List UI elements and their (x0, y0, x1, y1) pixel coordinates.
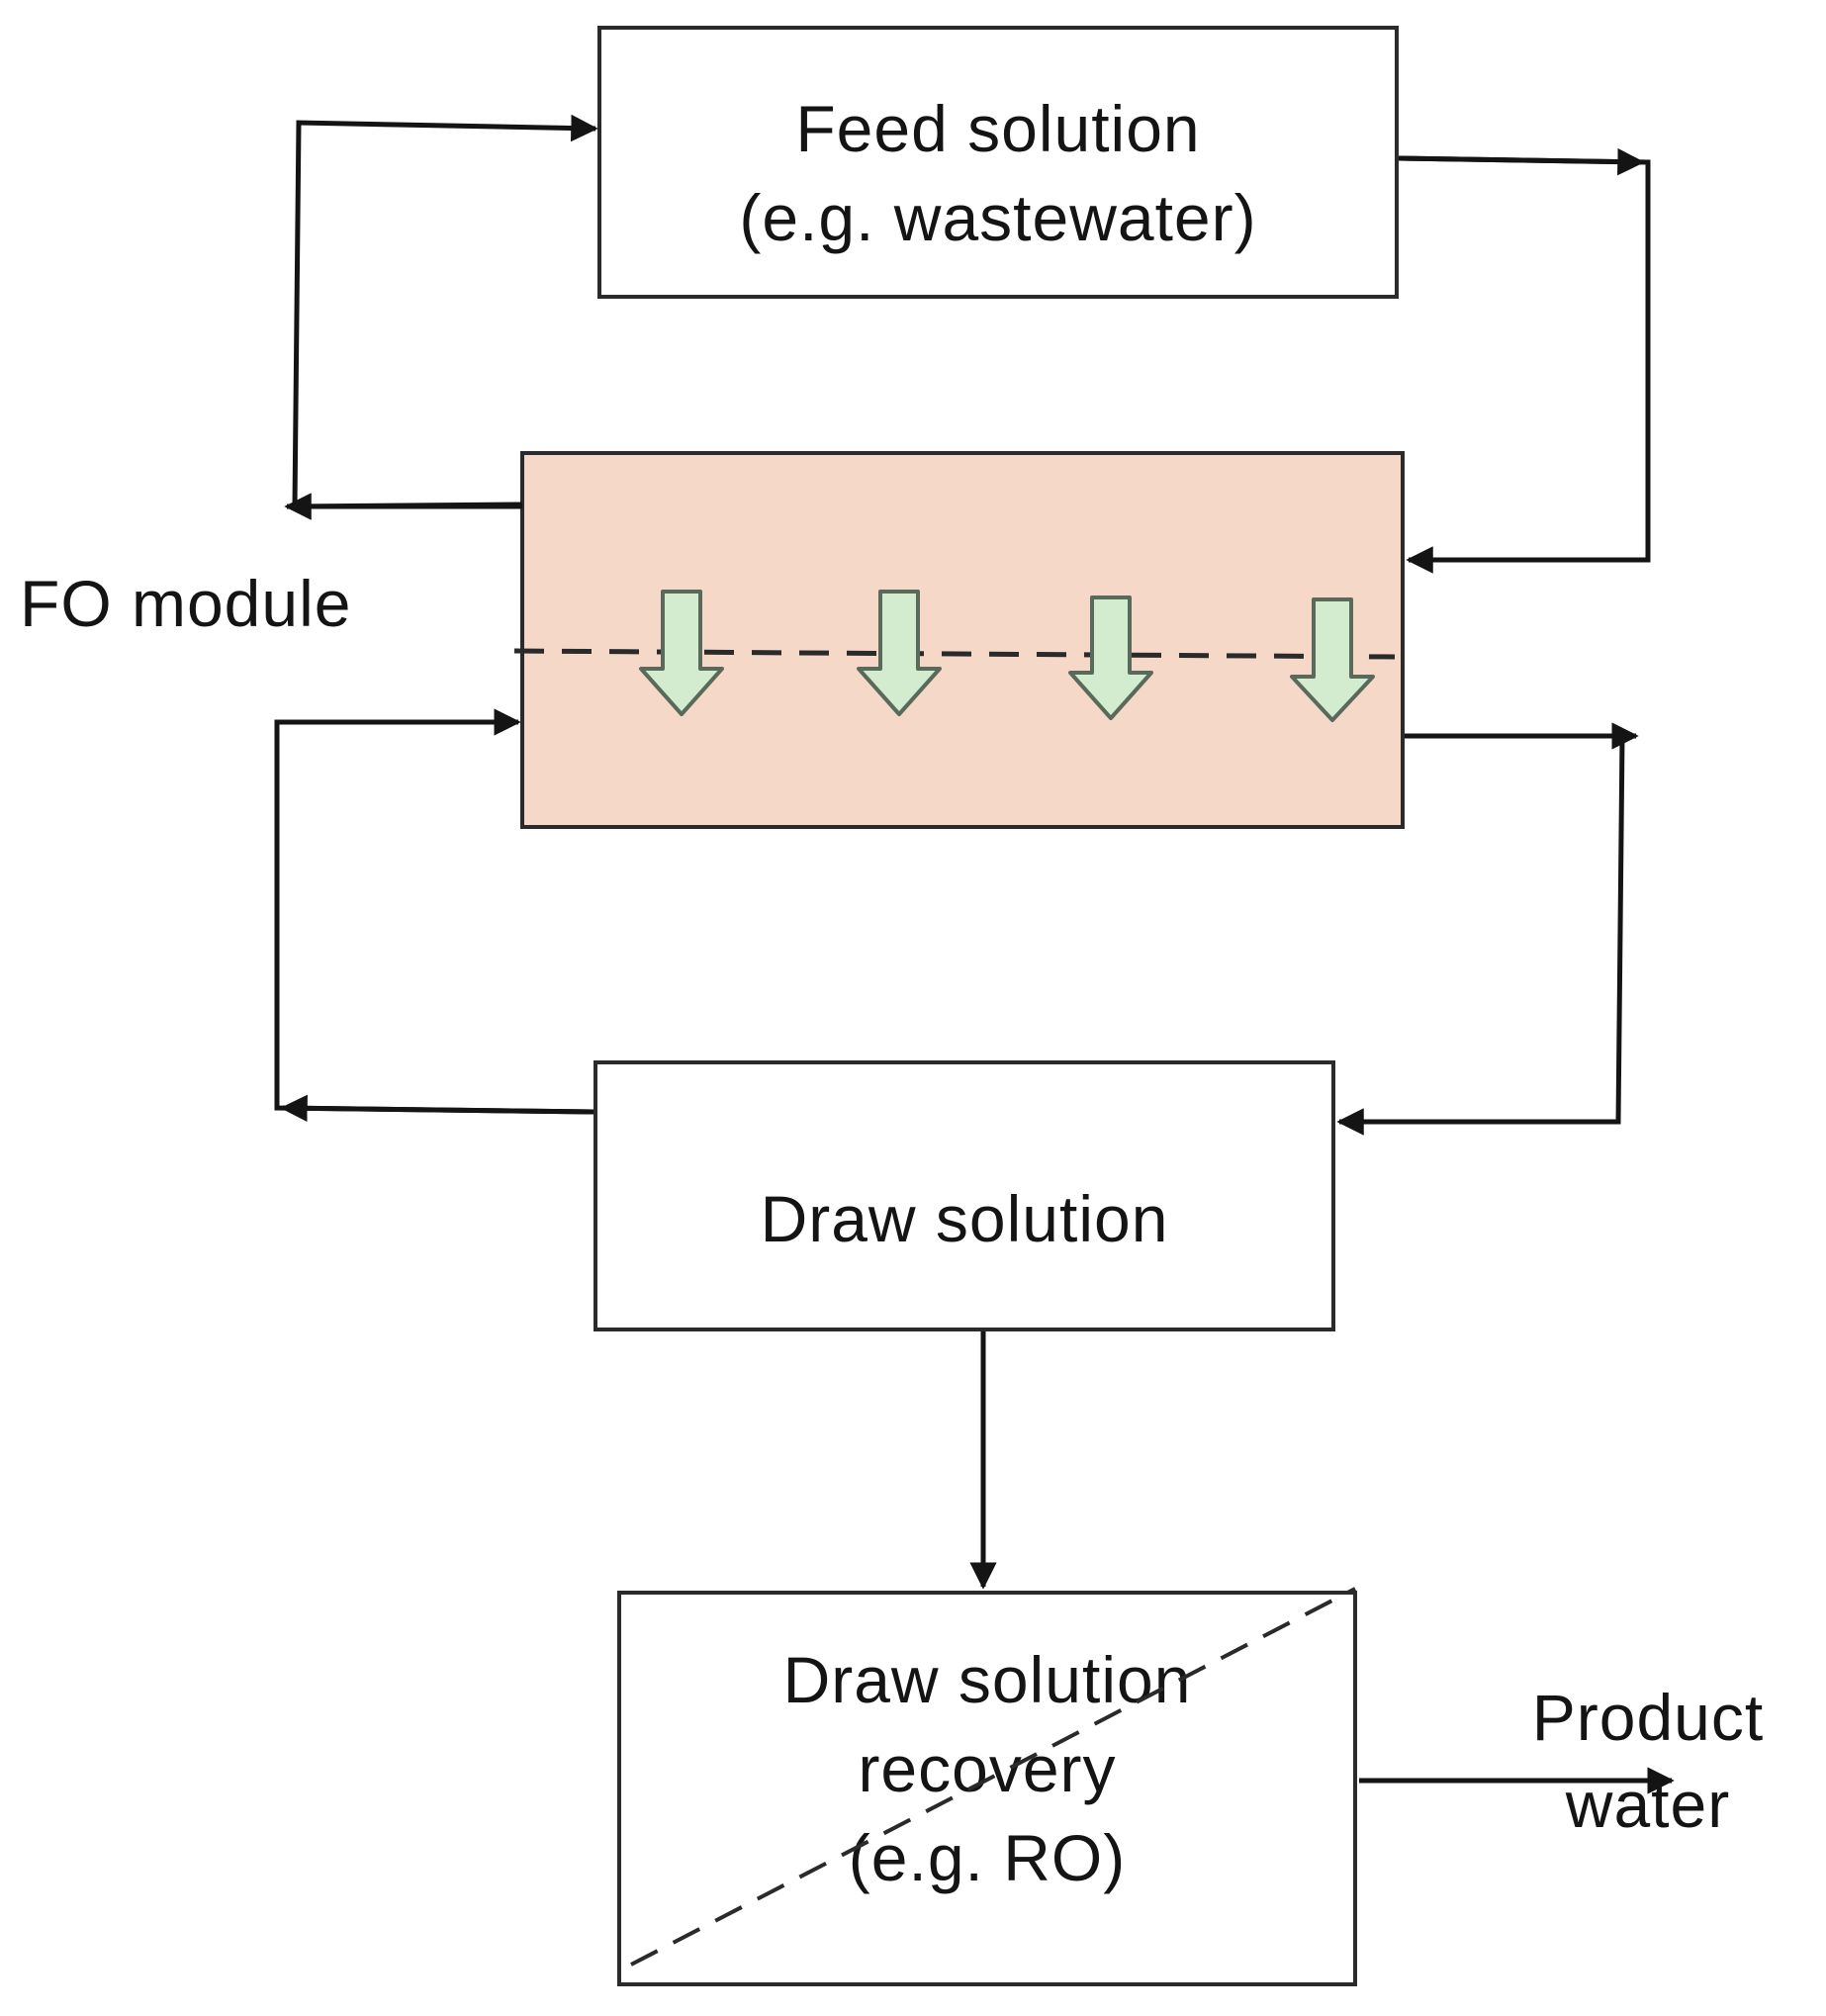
draw-left-outlet-arrow (280, 1094, 594, 1123)
recovery-subtitle: recovery (858, 1732, 1117, 1805)
recovery-title: Draw solution (782, 1643, 1192, 1716)
product-line-1: Product (1531, 1681, 1765, 1754)
feed-solution-title: Feed solution (795, 92, 1201, 165)
recovery-example: (e.g. RO) (848, 1821, 1127, 1894)
draw-solution-label: Draw solution (760, 1182, 1169, 1255)
draw-solution-recovery-box: Draw solution recovery (e.g. RO) (617, 1591, 1357, 1986)
fo-module-box (520, 451, 1405, 829)
product-line-2: water (1565, 1768, 1731, 1841)
product-water-label: Product water (1480, 1674, 1816, 1848)
draw-solution-box: Draw solution (593, 1060, 1335, 1331)
feed-right-outlet-arrow (1398, 147, 1645, 176)
feed-to-fo-connector (1398, 155, 1651, 574)
fo-to-feed-connector (292, 114, 598, 509)
feed-solution-example: (e.g. wastewater) (739, 181, 1257, 254)
fo-module-label: FO module (20, 567, 352, 640)
feed-solution-box: Feed solution (e.g. wastewater) (597, 26, 1399, 299)
